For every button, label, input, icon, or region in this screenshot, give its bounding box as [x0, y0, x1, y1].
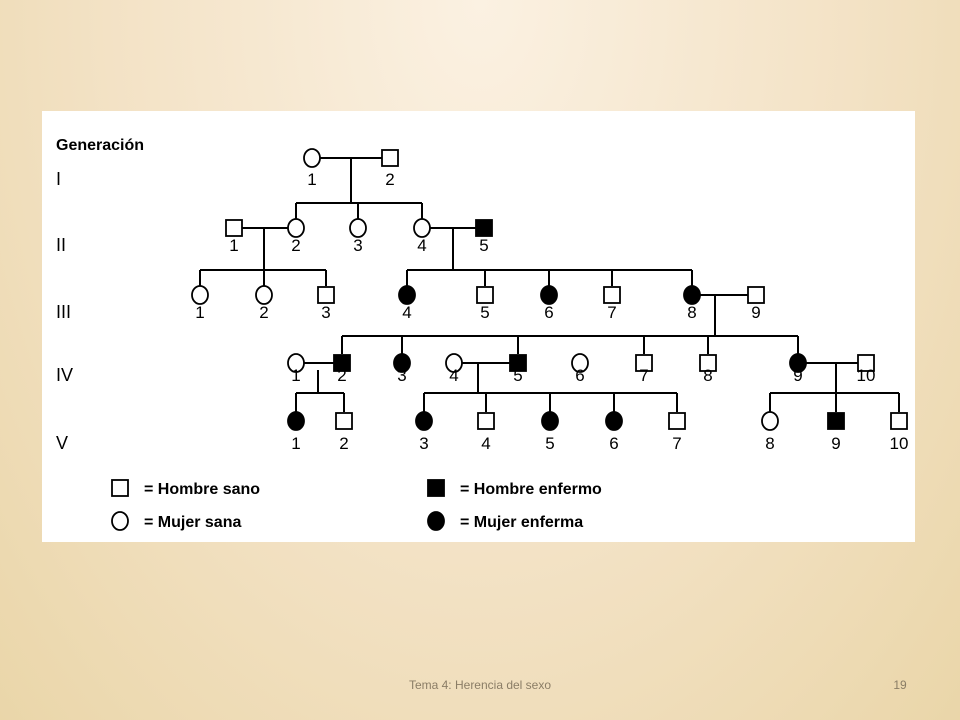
female-affected-symbol	[540, 285, 558, 305]
individual-number: 6	[609, 434, 618, 453]
female-healthy-symbol	[287, 218, 305, 238]
individual-number: 3	[397, 366, 406, 385]
individual-number: 2	[339, 434, 348, 453]
legend-male-healthy-symbol	[111, 479, 129, 497]
individual-number: 6	[544, 303, 553, 322]
individual-number: 4	[481, 434, 490, 453]
individual-number: 2	[337, 366, 346, 385]
page-number: 19	[893, 678, 907, 692]
generation-label: V	[56, 433, 68, 453]
female-healthy-symbol	[287, 353, 305, 373]
male-healthy-symbol	[317, 286, 335, 304]
individual-number: 1	[229, 236, 238, 255]
individual-number: 3	[321, 303, 330, 322]
legend-male-affected-symbol	[427, 479, 445, 497]
male-healthy-symbol	[335, 412, 353, 430]
male-healthy-symbol	[635, 354, 653, 372]
female-healthy-symbol	[191, 285, 209, 305]
individual-number: 2	[259, 303, 268, 322]
female-healthy-symbol	[445, 353, 463, 373]
generation-label: III	[56, 302, 71, 322]
legend-female-healthy-symbol	[111, 511, 129, 531]
female-affected-symbol	[789, 353, 807, 373]
individual-number: 2	[385, 170, 394, 189]
female-healthy-symbol	[303, 148, 321, 168]
individual-number: 10	[890, 434, 909, 453]
footer-title: Tema 4: Herencia del sexo	[408, 678, 552, 692]
individual-number: 8	[703, 366, 712, 385]
male-affected-symbol	[333, 354, 351, 372]
male-healthy-symbol	[699, 354, 717, 372]
individual-number: 9	[793, 366, 802, 385]
individual-number: 7	[672, 434, 681, 453]
female-affected-symbol	[683, 285, 701, 305]
female-affected-symbol	[605, 411, 623, 431]
male-affected-symbol	[509, 354, 527, 372]
individual-number: 3	[419, 434, 428, 453]
individual-number: 1	[195, 303, 204, 322]
generation-label: IV	[56, 365, 73, 385]
female-affected-symbol	[393, 353, 411, 373]
female-affected-symbol	[415, 411, 433, 431]
individual-number: 10	[857, 366, 876, 385]
legend-label: = Hombre enfermo	[460, 481, 602, 498]
individual-number: 1	[307, 170, 316, 189]
individual-number: 9	[751, 303, 760, 322]
male-healthy-symbol	[225, 219, 243, 237]
male-healthy-symbol	[603, 286, 621, 304]
individual-number: 7	[607, 303, 616, 322]
individual-number: 4	[417, 236, 426, 255]
individual-number: 5	[513, 366, 522, 385]
individual-number: 1	[291, 434, 300, 453]
male-healthy-symbol	[476, 286, 494, 304]
individual-number: 5	[480, 303, 489, 322]
legend-label: = Mujer enferma	[460, 514, 583, 531]
individual-number: 8	[765, 434, 774, 453]
female-affected-symbol	[287, 411, 305, 431]
individual-number: 5	[479, 236, 488, 255]
individual-number: 7	[639, 366, 648, 385]
legend-label: = Hombre sano	[144, 481, 260, 498]
male-healthy-symbol	[857, 354, 875, 372]
female-affected-symbol	[541, 411, 559, 431]
male-healthy-symbol	[668, 412, 686, 430]
female-healthy-symbol	[349, 218, 367, 238]
generation-label: I	[56, 169, 61, 189]
generation-label: II	[56, 235, 66, 255]
female-healthy-symbol	[255, 285, 273, 305]
male-healthy-symbol	[381, 149, 399, 167]
female-affected-symbol	[398, 285, 416, 305]
individual-number: 9	[831, 434, 840, 453]
male-healthy-symbol	[747, 286, 765, 304]
individual-number: 2	[291, 236, 300, 255]
male-affected-symbol	[827, 412, 845, 430]
individual-number: 6	[575, 366, 584, 385]
legend-female-affected-symbol	[427, 511, 445, 531]
individual-number: 4	[402, 303, 411, 322]
individual-number: 4	[449, 366, 458, 385]
female-healthy-symbol	[413, 218, 431, 238]
female-healthy-symbol	[571, 353, 589, 373]
male-healthy-symbol	[890, 412, 908, 430]
male-healthy-symbol	[477, 412, 495, 430]
individual-number: 3	[353, 236, 362, 255]
male-affected-symbol	[475, 219, 493, 237]
legend-label: = Mujer sana	[144, 514, 241, 531]
generation-heading: Generación	[56, 137, 144, 154]
female-healthy-symbol	[761, 411, 779, 431]
individual-number: 5	[545, 434, 554, 453]
individual-number: 8	[687, 303, 696, 322]
individual-number: 1	[291, 366, 300, 385]
